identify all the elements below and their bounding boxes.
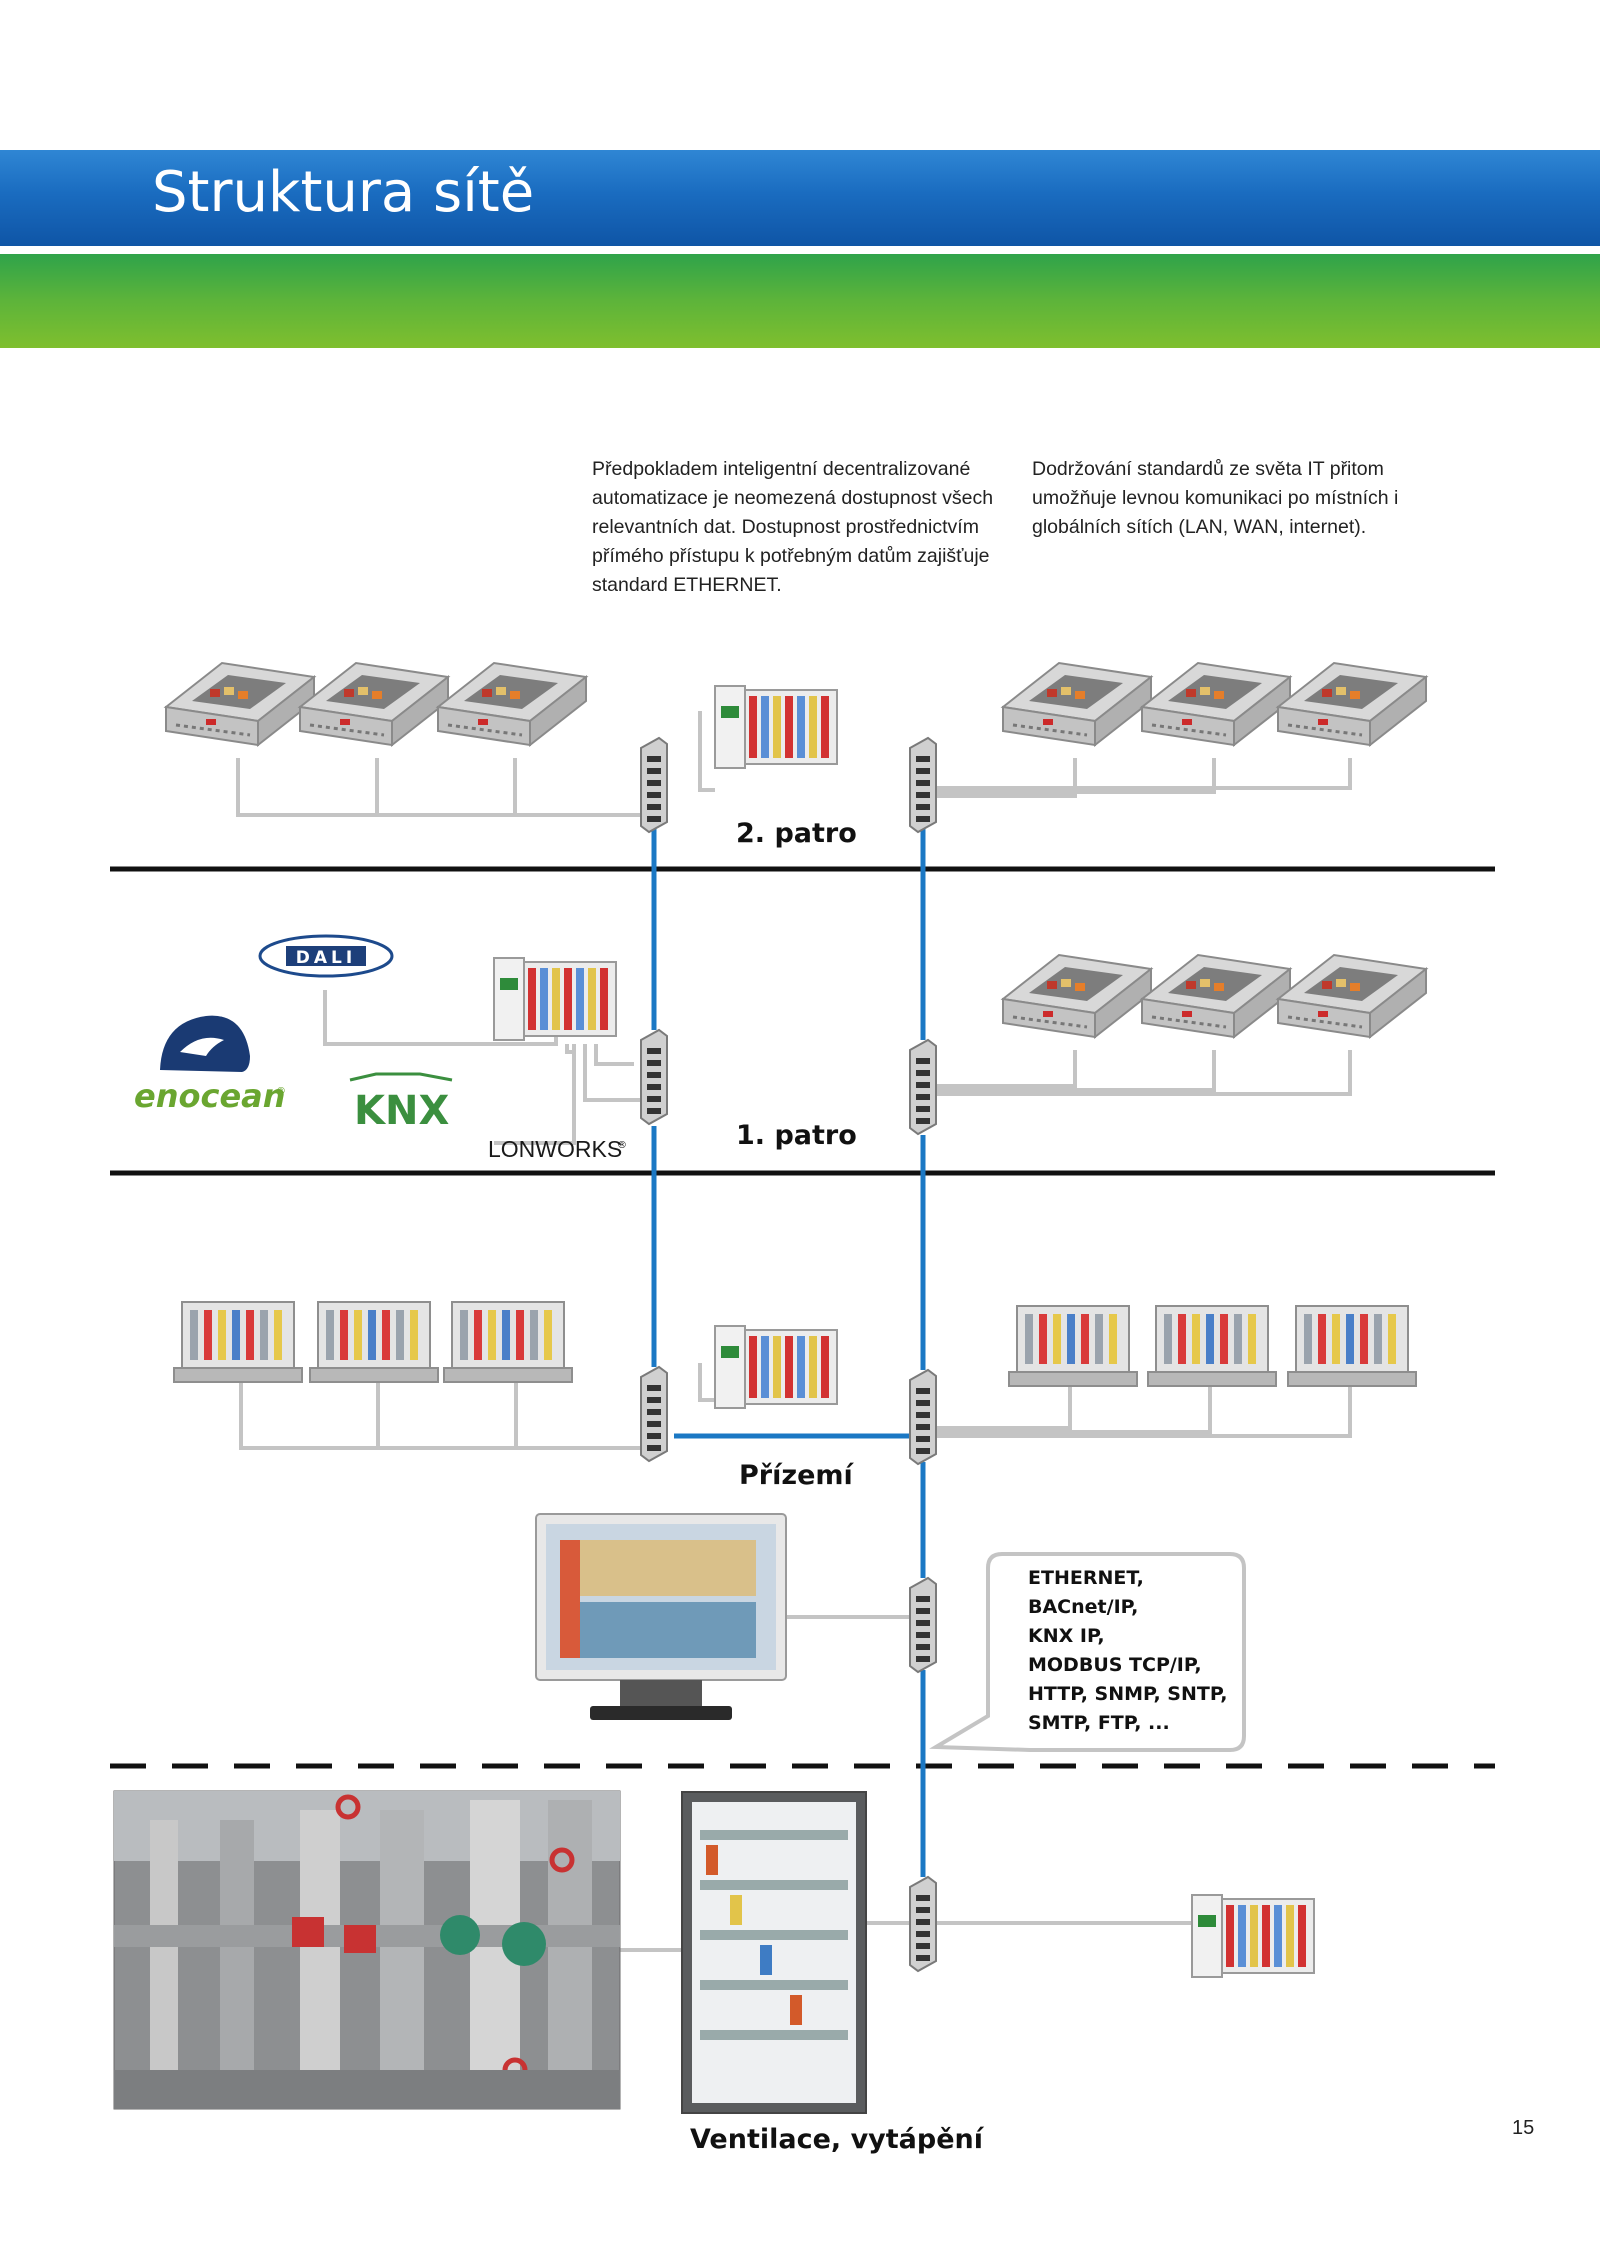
rail-module — [1147, 1305, 1277, 1387]
controller-box — [1276, 661, 1428, 747]
rail-module — [1008, 1305, 1138, 1387]
ethernet-switch — [640, 737, 668, 833]
controller-box — [1276, 953, 1428, 1039]
control-cabinet-photo — [681, 1791, 867, 2114]
svg-text:LONWORKS: LONWORKS — [488, 1136, 622, 1162]
floor-label-2: 2. patro — [736, 818, 857, 849]
knx-logo: KNX — [349, 1072, 453, 1134]
heating-plant-photo — [113, 1790, 621, 2110]
protocol-item: SMTP, FTP, ... — [1028, 1712, 1170, 1734]
controller-box — [1140, 661, 1292, 747]
banner-divider — [0, 246, 1600, 254]
protocol-item: KNX IP, — [1028, 1625, 1105, 1647]
intro-text-column-2: Dodržování standardů ze světa IT přitom … — [1032, 458, 1399, 538]
controller-box — [1001, 953, 1153, 1039]
intro-text-column-1: Předpokladem inteligentní decentralizova… — [592, 458, 994, 596]
dali-logo: DALI — [258, 934, 394, 978]
controller-box — [298, 661, 450, 747]
subtitle-banner — [0, 254, 1600, 348]
ethernet-switch — [640, 1029, 668, 1125]
ethernet-switch — [909, 1876, 937, 1972]
ethernet-switch — [909, 737, 937, 833]
svg-text:DALI: DALI — [296, 948, 356, 968]
svg-text:®: ® — [617, 1140, 627, 1151]
io-station — [1191, 1894, 1315, 1978]
ethernet-switch — [909, 1369, 937, 1465]
io-station — [714, 1325, 838, 1409]
rail-module — [173, 1301, 303, 1383]
title-banner — [0, 150, 1600, 246]
svg-text:®: ® — [276, 1086, 286, 1097]
device-cabling — [236, 711, 1352, 1952]
rail-module — [443, 1301, 573, 1383]
protocol-callout — [929, 1552, 1246, 1752]
controller-box — [436, 661, 588, 747]
controller-box — [1140, 953, 1292, 1039]
lonworks-logo: LONWORKS ® — [488, 1136, 627, 1162]
svg-text:enocean: enocean — [134, 1077, 286, 1115]
enocean-logo: enocean ® — [134, 1015, 286, 1115]
io-station — [493, 957, 617, 1041]
protocol-item: HTTP, SNMP, SNTP, — [1028, 1683, 1228, 1705]
controller-box — [1001, 661, 1153, 747]
ethernet-backbone — [651, 828, 926, 1877]
page-title: Struktura sítě — [152, 160, 535, 225]
rail-module — [1287, 1305, 1417, 1387]
floor-label-ground: Přízemí — [739, 1460, 855, 1491]
page-number: 15 — [1512, 2117, 1535, 2139]
protocol-item: BACnet/IP, — [1028, 1596, 1139, 1618]
ethernet-switch — [909, 1577, 937, 1673]
protocol-item: MODBUS TCP/IP, — [1028, 1654, 1202, 1676]
controller-box — [164, 661, 316, 747]
protocol-item: ETHERNET, — [1028, 1567, 1144, 1589]
floor-label-1: 1. patro — [736, 1120, 857, 1151]
floor-label-basement: Ventilace, vytápění — [690, 2124, 985, 2155]
protocol-list: ETHERNET, BACnet/IP, KNX IP, MODBUS TCP/… — [1028, 1564, 1228, 1738]
visualization-monitor — [535, 1513, 787, 1720]
svg-text:KNX: KNX — [354, 1088, 449, 1134]
ethernet-switch — [909, 1039, 937, 1135]
io-station — [714, 685, 838, 769]
rail-module — [309, 1301, 439, 1383]
ethernet-switch — [640, 1366, 668, 1462]
